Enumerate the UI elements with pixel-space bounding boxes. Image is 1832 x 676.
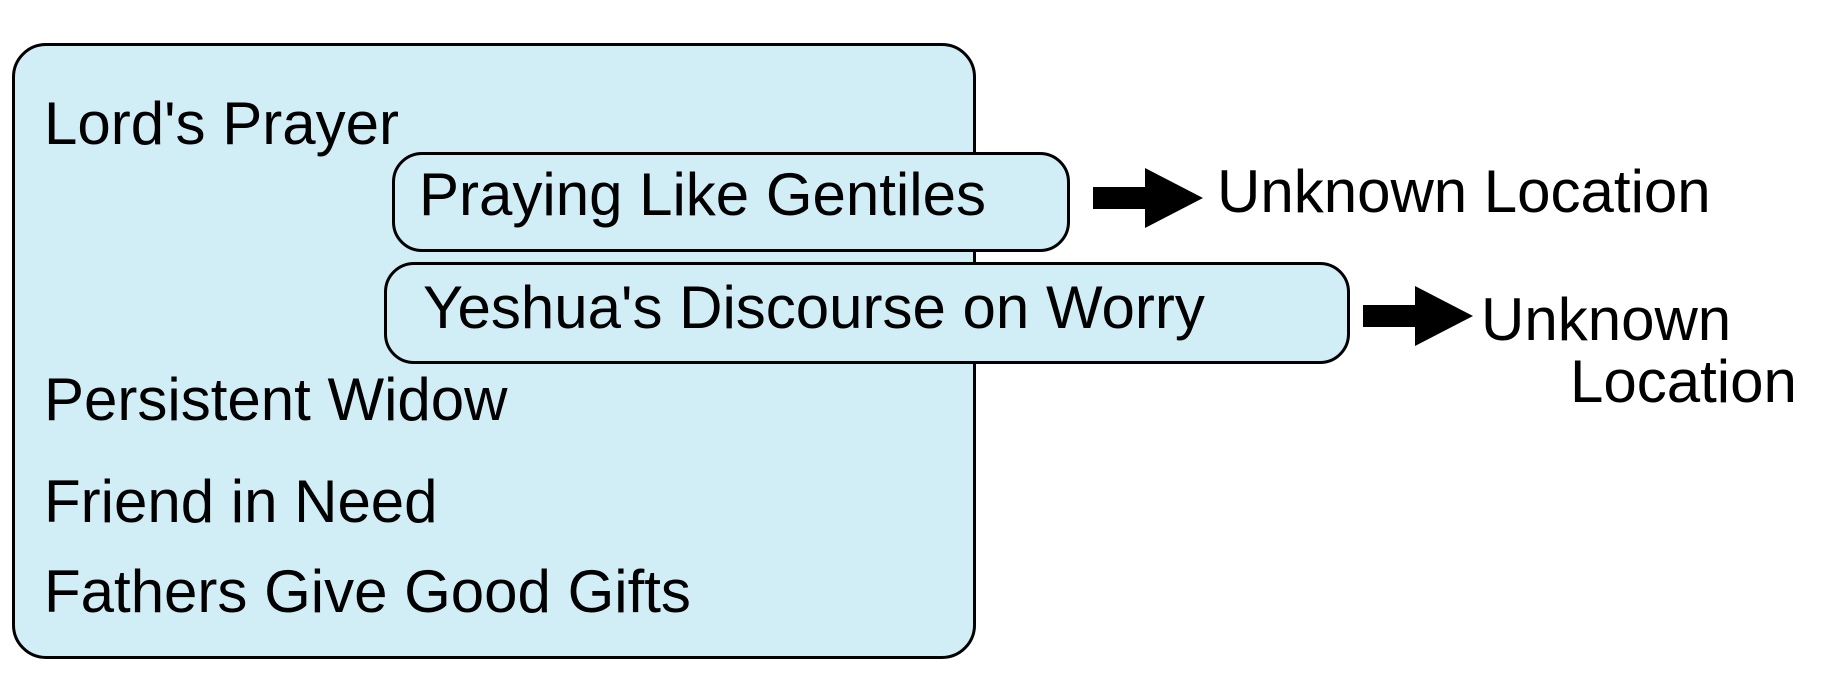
item-persistent-widow: Persistent Widow (44, 366, 508, 433)
event-label-praying-like-gentiles: Praying Like Gentiles (419, 161, 986, 228)
event-box-praying-like-gentiles: Praying Like Gentiles (392, 152, 1070, 252)
location-label-discourse-on-worry-line1: Unknown (1481, 286, 1732, 353)
arrow-right-icon (1363, 286, 1473, 346)
event-label-discourse-on-worry: Yeshua's Discourse on Worry (423, 274, 1205, 341)
arrow-right-icon (1093, 168, 1203, 228)
location-label-discourse-on-worry-line2: Location (1570, 348, 1797, 415)
item-friend-in-need: Friend in Need (44, 468, 438, 535)
location-label-praying-like-gentiles: Unknown Location (1217, 158, 1711, 225)
event-box-discourse-on-worry: Yeshua's Discourse on Worry (384, 262, 1350, 364)
item-lords-prayer: Lord's Prayer (44, 90, 399, 157)
item-fathers-give-good-gifts: Fathers Give Good Gifts (44, 558, 691, 625)
